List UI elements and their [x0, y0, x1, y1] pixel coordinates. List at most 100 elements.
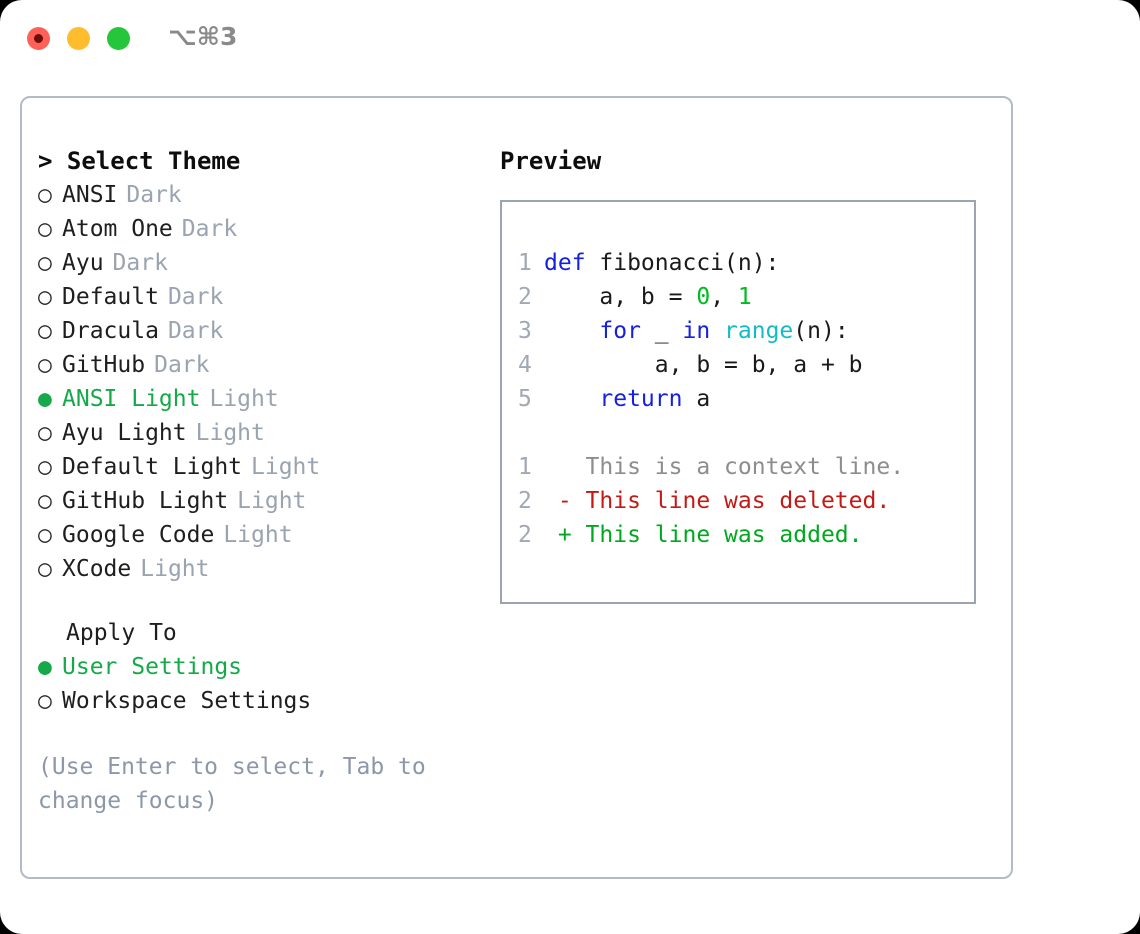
theme-option-dracula[interactable]: ○ Dracula Dark [38, 314, 468, 348]
code-line: 5 return a [518, 382, 974, 416]
code-token: a [682, 386, 711, 412]
theme-option-label: Ayu Light [62, 420, 187, 446]
apply-to-option-label: User Settings [62, 654, 243, 680]
code-line: 2 a, b = 0, 1 [518, 280, 974, 314]
theme-option-label: XCode [62, 556, 132, 582]
apply-to-group: Apply To ● User Settings ○ Workspace Settin… [38, 616, 468, 718]
radio-unselected-icon: ○ [38, 688, 52, 714]
apply-to-option-workspace-settings[interactable]: ○ Workspace Settings [38, 684, 468, 718]
theme-option-github[interactable]: ○ GitHub Dark [38, 348, 468, 382]
diff-text: This is a context line. [571, 454, 905, 480]
keyboard-shortcut-label: ⌥⌘3 [168, 22, 238, 51]
theme-option-label: GitHub [62, 352, 146, 378]
theme-option-kind: Light [195, 420, 265, 446]
radio-unselected-icon: ○ [38, 522, 52, 548]
theme-option-ansi-light[interactable]: ● ANSI Light Light [38, 382, 468, 416]
code-line: 4 a, b = b, a + b [518, 348, 974, 382]
code-token: _ [640, 318, 683, 344]
theme-option-label: GitHub Light [62, 488, 229, 514]
close-icon [34, 34, 43, 43]
theme-option-kind: Light [209, 386, 279, 412]
line-number: 4 [518, 352, 532, 378]
theme-option-kind: Dark [126, 182, 182, 208]
preview-panel: Preview 1 def fibonacci(n): 2 a, b = 0, 1 3… [500, 144, 990, 604]
radio-unselected-icon: ○ [38, 488, 52, 514]
diff-marker [544, 454, 572, 480]
code-token: a, b = b, a + b [544, 352, 863, 378]
minimize-button[interactable] [67, 27, 90, 50]
code-token: range [724, 318, 794, 344]
theme-option-label: Google Code [62, 522, 215, 548]
title-bar: ⌥⌘3 [0, 0, 1140, 78]
code-token: in [682, 318, 711, 344]
code-line: 1 def fibonacci(n): [518, 246, 974, 280]
preview-box: 1 def fibonacci(n): 2 a, b = 0, 1 3 for _ i… [500, 200, 976, 604]
theme-option-label: Dracula [62, 318, 159, 344]
theme-list-heading: > Select Theme [38, 147, 241, 175]
radio-selected-icon: ● [38, 654, 52, 680]
apply-to-option-user-settings[interactable]: ● User Settings [38, 650, 468, 684]
diff-marker: + [544, 522, 572, 548]
theme-option-label: ANSI [62, 182, 118, 208]
theme-option-kind: Dark [154, 352, 210, 378]
line-number: 2 [518, 284, 532, 310]
apply-to-list: ● User Settings ○ Workspace Settings [38, 650, 468, 718]
theme-option-kind: Dark [112, 250, 168, 276]
line-number: 5 [518, 386, 532, 412]
diff-text: This line was added. [571, 522, 863, 548]
code-token: fibonacci(n): [585, 250, 780, 276]
code-token [544, 386, 599, 412]
radio-unselected-icon: ○ [38, 284, 52, 310]
maximize-button[interactable] [107, 27, 130, 50]
code-token: 0 [696, 284, 711, 310]
theme-option-github-light[interactable]: ○ GitHub Light Light [38, 484, 468, 518]
radio-selected-icon: ● [38, 386, 52, 412]
theme-option-kind: Dark [167, 318, 224, 344]
theme-option-kind: Light [223, 522, 293, 548]
theme-option-kind: Dark [181, 216, 238, 242]
line-number: 1 [518, 250, 532, 276]
code-token: for [599, 318, 641, 344]
code-token: return [599, 386, 683, 412]
diff-line-ctx: 1 This is a context line. [518, 450, 974, 484]
code-token: (n): [793, 318, 849, 344]
theme-option-kind: Light [251, 454, 321, 480]
diff-sample: 1 This is a context line. 2 - This line w… [518, 450, 974, 552]
preview-heading: Preview [500, 147, 602, 175]
apply-to-heading: Apply To [66, 620, 177, 646]
radio-unselected-icon: ○ [38, 352, 52, 378]
code-token: def [544, 250, 586, 276]
theme-option-kind: Light [237, 488, 307, 514]
theme-option-atom-one[interactable]: ○ Atom One Dark [38, 212, 468, 246]
code-token: 1 [737, 284, 752, 310]
code-token: , [710, 284, 738, 310]
radio-unselected-icon: ○ [38, 318, 52, 344]
radio-unselected-icon: ○ [38, 216, 52, 242]
keyboard-hint: (Use Enter to select, Tab to change focu… [38, 754, 426, 814]
line-number: 2 [518, 488, 532, 514]
theme-option-ansi[interactable]: ○ ANSI Dark [38, 178, 468, 212]
theme-option-label: Default [62, 284, 159, 310]
theme-option-default-light[interactable]: ○ Default Light Light [38, 450, 468, 484]
diff-text: This line was deleted. [571, 488, 891, 514]
diff-line-add: 2 + This line was added. [518, 518, 974, 552]
line-number: 2 [518, 522, 532, 548]
diff-marker: - [544, 488, 572, 514]
code-sample: 1 def fibonacci(n): 2 a, b = 0, 1 3 for _ i… [518, 246, 974, 416]
theme-option-label: Atom One [62, 216, 173, 242]
theme-option-google-code[interactable]: ○ Google Code Light [38, 518, 468, 552]
line-number: 1 [518, 454, 532, 480]
radio-unselected-icon: ○ [38, 454, 52, 480]
radio-unselected-icon: ○ [38, 182, 52, 208]
theme-option-label: Default Light [62, 454, 243, 480]
apply-to-option-label: Workspace Settings [62, 688, 312, 714]
theme-option-label: ANSI Light [62, 386, 201, 412]
theme-option-kind: Light [140, 556, 210, 582]
line-number: 3 [518, 318, 532, 344]
